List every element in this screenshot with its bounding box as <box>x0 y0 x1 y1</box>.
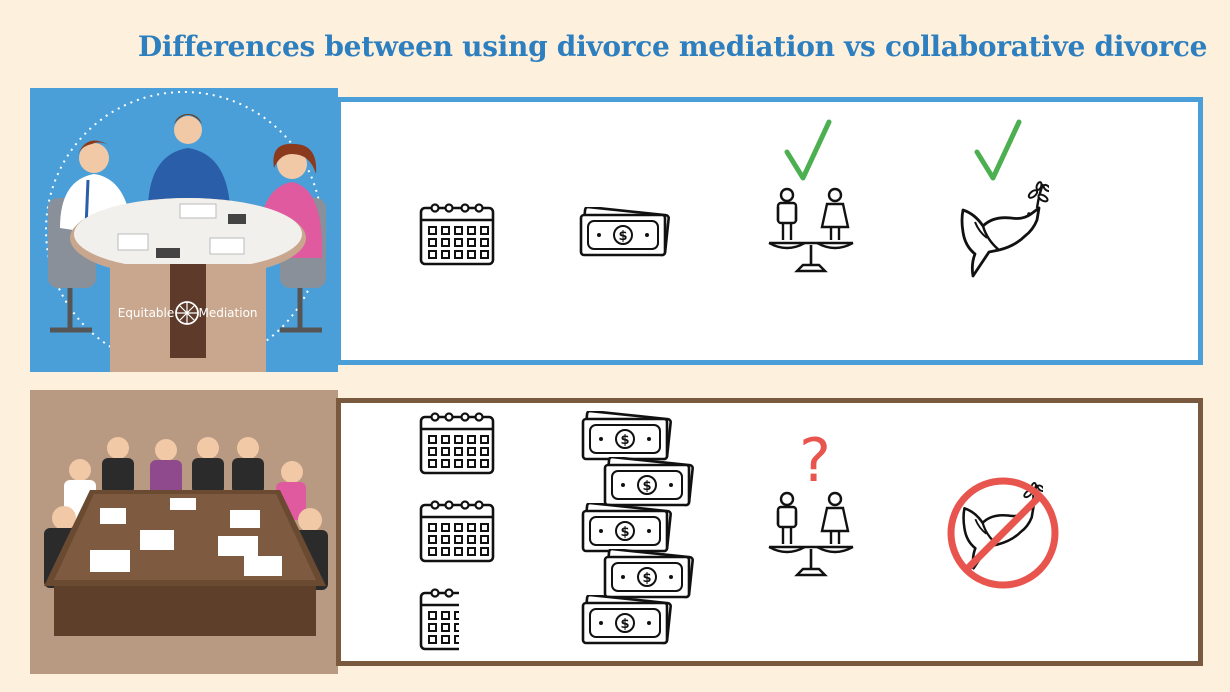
collaborative-panel: ? <box>336 398 1203 666</box>
calendar-icon <box>419 203 495 266</box>
prohibit-icon <box>947 477 1059 589</box>
check-mark-icon <box>784 119 832 181</box>
calendar-icon <box>419 500 495 563</box>
brand-right-text: Mediation <box>198 306 257 320</box>
mediation-panel <box>336 97 1203 365</box>
money-icon <box>579 207 671 257</box>
brand-logo-icon <box>175 301 199 325</box>
balance-scale-icon <box>767 187 855 273</box>
brand-left-text: Equitable <box>118 306 175 320</box>
peace-dove-icon <box>960 180 1049 278</box>
collaborative-illustration <box>30 390 338 674</box>
mediation-illustration: Equitable Mediation <box>30 88 338 372</box>
calendar-icon <box>419 588 459 651</box>
check-mark-icon <box>974 119 1022 181</box>
question-mark: ? <box>799 426 831 496</box>
calendar-icon <box>419 412 495 475</box>
balance-scale-icon <box>767 491 855 577</box>
page-title: Differences between using divorce mediat… <box>137 30 1208 63</box>
money-icon <box>581 411 695 645</box>
